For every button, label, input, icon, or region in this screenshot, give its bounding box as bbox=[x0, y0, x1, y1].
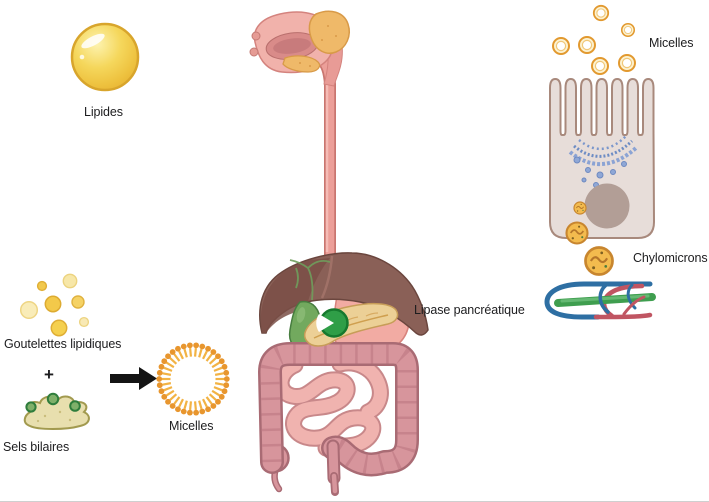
golgi-apparatus bbox=[568, 134, 638, 188]
vein bbox=[544, 281, 653, 320]
chylomicron-icon bbox=[565, 221, 589, 245]
bile-ducts bbox=[289, 259, 331, 301]
micelle-icon bbox=[618, 54, 636, 72]
label-bile-salts: Sels bilaires bbox=[3, 440, 70, 454]
lipid-droplets-cluster bbox=[19, 273, 90, 337]
salivary-glands bbox=[282, 10, 350, 73]
chylomicron-icon bbox=[584, 246, 614, 276]
reaction-arrow-icon bbox=[110, 367, 157, 390]
esophagus bbox=[314, 52, 336, 266]
bile-salts-blob bbox=[23, 392, 90, 430]
enterocyte-cell bbox=[549, 78, 655, 239]
mouth bbox=[249, 10, 350, 87]
micelle-icon bbox=[591, 57, 609, 75]
micelle-icon bbox=[592, 4, 610, 22]
label-lipids: Lipides bbox=[84, 105, 123, 119]
pancreatic-lipase-highlight bbox=[316, 308, 349, 338]
blood-lymph-vessels bbox=[544, 281, 656, 320]
chylomicron-icon bbox=[573, 201, 587, 215]
micelle-icon bbox=[552, 37, 570, 55]
rectum bbox=[326, 439, 341, 496]
micelle-icon bbox=[578, 36, 596, 54]
label-micelles-right: Micelles bbox=[649, 36, 694, 50]
micelle-ring bbox=[156, 342, 230, 416]
label-micelles-left: Micelles bbox=[169, 419, 214, 433]
nucleus bbox=[584, 183, 630, 229]
lipid-droplet-large bbox=[70, 22, 140, 92]
label-pancreatic-lipase: Lipase pancréatique bbox=[414, 303, 525, 317]
plus-sign: + bbox=[44, 365, 54, 384]
label-chylomicrons: Chylomicrons bbox=[633, 251, 708, 265]
micelle-icon bbox=[620, 22, 636, 38]
digestive-tract bbox=[249, 10, 429, 496]
micelles-free bbox=[552, 4, 636, 75]
label-lipid-droplets: Goutelettes lipidiques bbox=[4, 337, 122, 351]
small-intestine bbox=[272, 354, 389, 457]
large-intestine bbox=[258, 342, 419, 496]
